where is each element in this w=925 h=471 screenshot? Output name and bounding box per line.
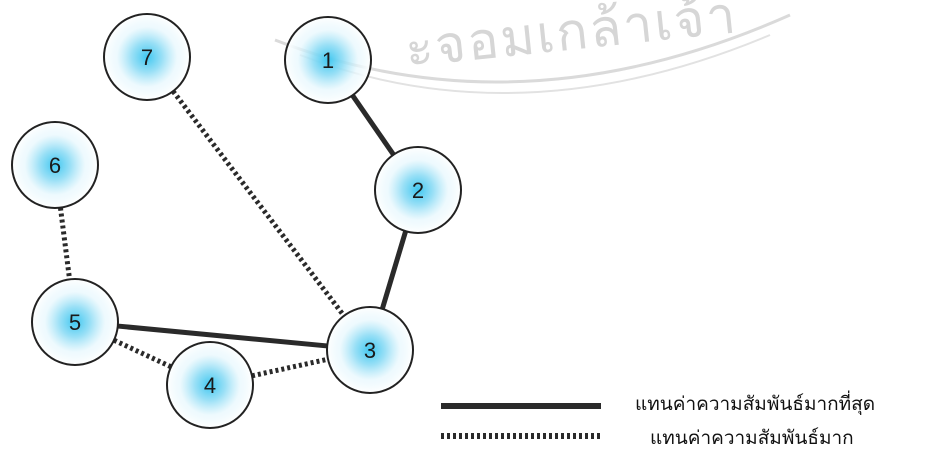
node-circle (326, 306, 414, 394)
node-circle (103, 13, 191, 101)
edge-7-3 (171, 89, 346, 318)
node-5: 5 (31, 278, 119, 366)
node-label: 7 (141, 45, 153, 70)
node-6: 6 (11, 121, 99, 209)
node-1: 1 (284, 16, 372, 104)
node-label: 1 (322, 48, 334, 73)
node-4: 4 (166, 341, 254, 429)
node-circle (11, 121, 99, 209)
node-3: 3 (326, 306, 414, 394)
node-circle (166, 341, 254, 429)
legend-solid-label: แทนค่าความสัมพันธ์มากที่สุด (635, 390, 875, 416)
edge-2-3 (379, 230, 409, 310)
edges-layer (57, 89, 409, 379)
node-label: 5 (69, 310, 81, 335)
node-circle (31, 278, 119, 366)
node-label: 2 (412, 178, 424, 203)
node-label: 3 (364, 338, 376, 363)
node-circle (284, 16, 372, 104)
node-7: 7 (103, 13, 191, 101)
edge-5-3 (117, 323, 328, 349)
watermark-text: ะจอมเกล้าเจ้า (402, 0, 740, 80)
node-circle (374, 146, 462, 234)
edge-1-2 (350, 93, 396, 157)
edge-5-4 (112, 337, 173, 370)
node-2: 2 (374, 146, 462, 234)
nodes-layer: 1 2 3 4 5 6 7 (11, 13, 462, 429)
node-label: 6 (49, 153, 61, 178)
legend-dotted-label: แทนค่าความสัมพันธ์มาก (650, 427, 854, 449)
node-label: 4 (204, 373, 216, 398)
legend: แทนค่าความสัมพันธ์มากที่สุด แทนค่าความสั… (441, 390, 875, 449)
edge-4-3 (251, 356, 329, 379)
edge-6-5 (57, 207, 73, 280)
